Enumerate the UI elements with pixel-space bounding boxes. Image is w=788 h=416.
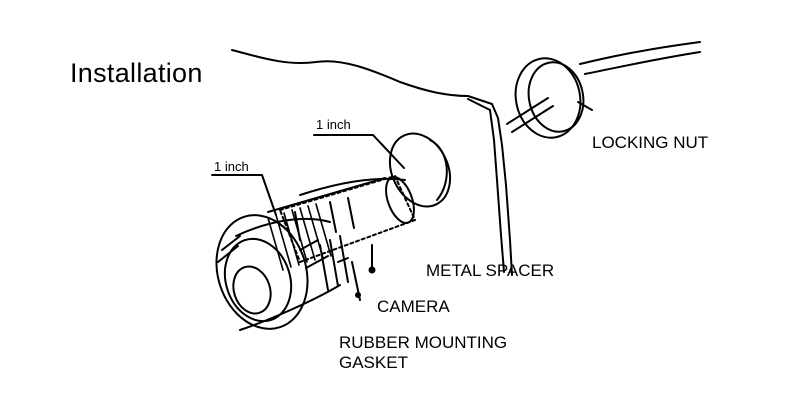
metal-spacer-label: METAL SPACER xyxy=(426,262,554,279)
panel-top-right-edge-2 xyxy=(585,52,700,74)
dim-lower-label: 1 inch xyxy=(214,160,249,173)
camera-label: CAMERA xyxy=(377,298,450,315)
metal-spacer-marker xyxy=(370,268,375,273)
rubber-gasket-label-line2: GASKET xyxy=(339,353,507,373)
dim-lower-line xyxy=(212,175,276,215)
rubber-gasket-label-line1: RUBBER MOUNTING xyxy=(339,333,507,353)
dim-upper-label: 1 inch xyxy=(316,118,351,131)
metal-spacer-inner-arc xyxy=(430,140,447,200)
camera-front xyxy=(202,203,340,341)
rubber-gasket-label: RUBBER MOUNTING GASKET xyxy=(339,333,507,373)
page-title: Installation xyxy=(70,60,203,87)
panel-top-right-edge xyxy=(580,42,700,64)
locking-nut xyxy=(508,52,589,144)
rubber-gasket xyxy=(320,236,348,290)
locking-nut-label: LOCKING NUT xyxy=(592,134,708,151)
metal-spacer-ring xyxy=(379,124,462,217)
camera-marker xyxy=(356,293,360,297)
